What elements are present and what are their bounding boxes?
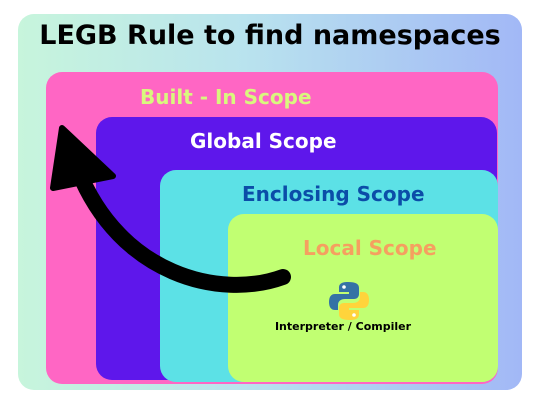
global-scope-label: Global Scope: [190, 129, 337, 153]
enclosing-scope-label: Enclosing Scope: [242, 182, 425, 206]
local-scope-label: Local Scope: [303, 236, 437, 260]
python-icon: [329, 282, 369, 320]
builtin-scope-label: Built - In Scope: [140, 85, 312, 109]
interpreter-label: Interpreter / Compiler: [274, 320, 412, 333]
diagram-title: LEGB Rule to find namespaces: [39, 20, 501, 51]
